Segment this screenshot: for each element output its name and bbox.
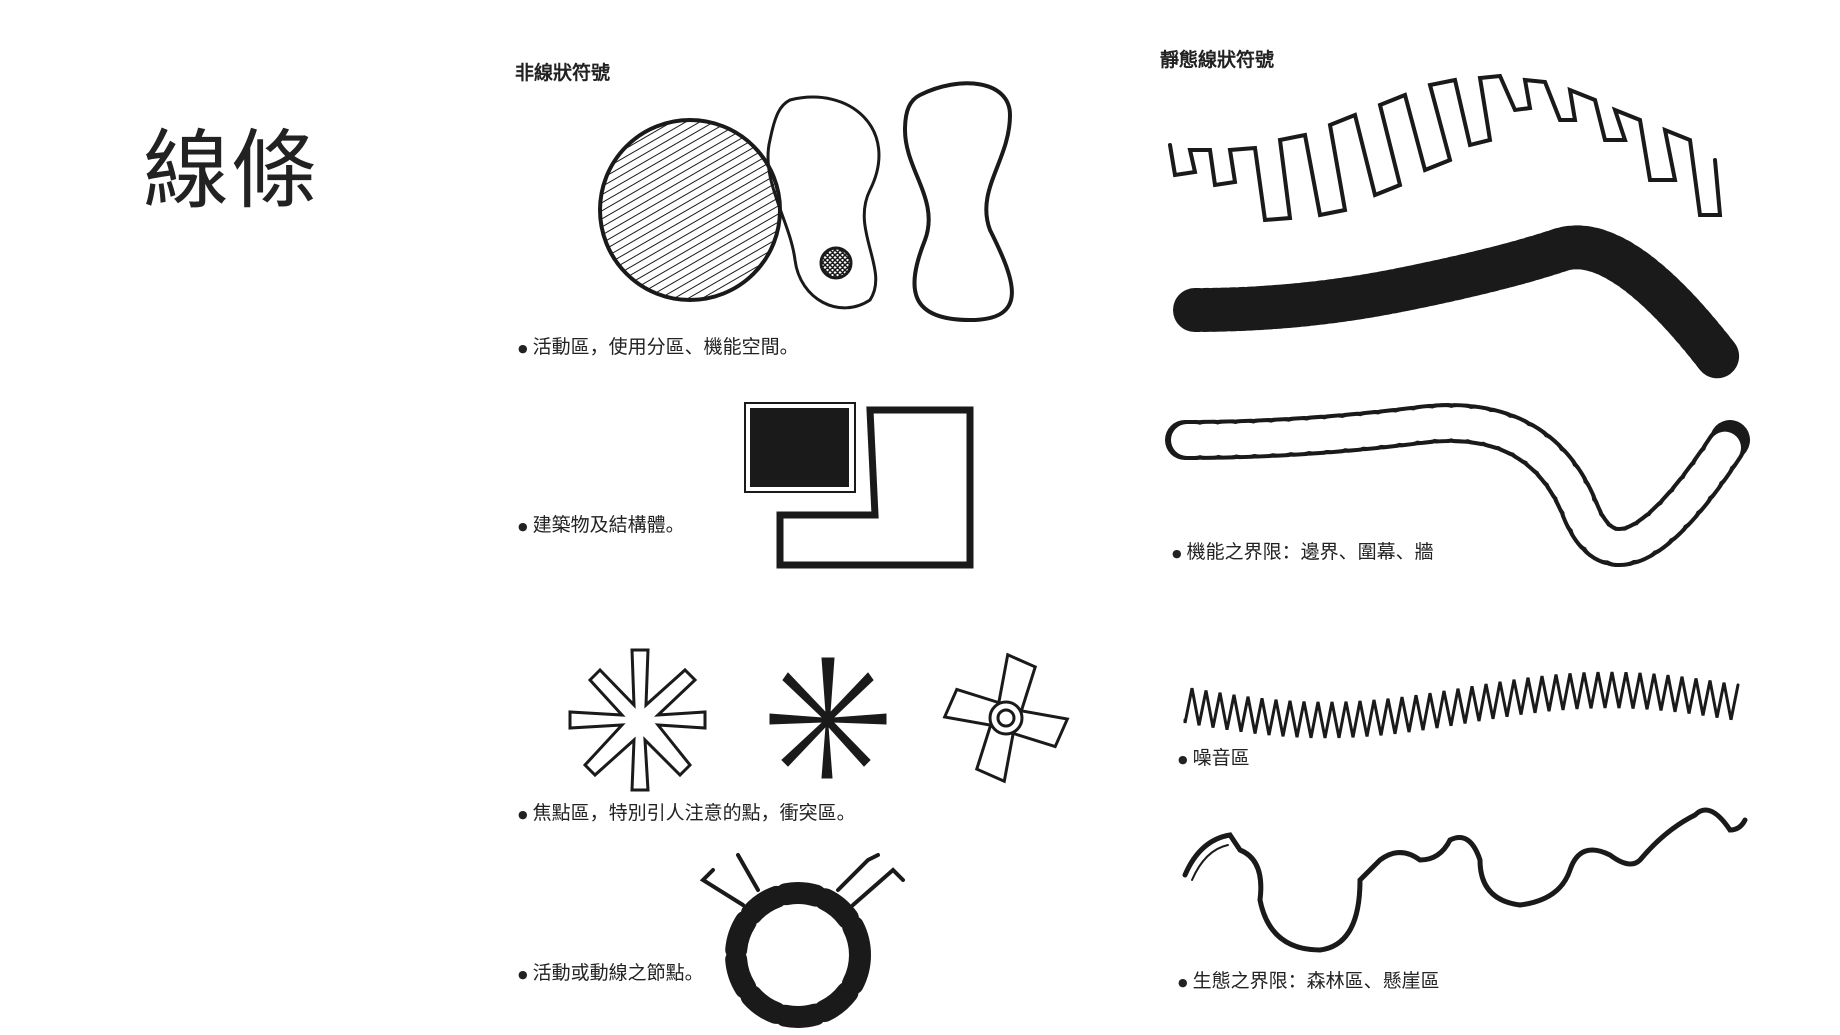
caption-focal-area: 焦點區，特別引人注意的點，衝突區。: [518, 798, 856, 825]
left-heading: 非線狀符號: [515, 62, 611, 84]
caption-activity-area: 活動區，使用分區、機能空間。: [518, 332, 799, 359]
wavy-hatched-boundary: [1173, 225, 1742, 382]
slide-title: 線條: [143, 121, 319, 221]
focal-star-outline: [568, 648, 707, 792]
caption-buildings: 建築物及結構體。: [518, 510, 685, 537]
zigzag-noise-line: [1183, 671, 1740, 739]
caption-functional-boundary: 機能之界限：邊界、圍幕、牆: [1172, 537, 1434, 564]
focal-cross-symbol: [942, 652, 1070, 784]
focal-star-solid: [769, 657, 887, 779]
caption-ecological-boundary: 生態之界限：森林區、懸崖區: [1178, 966, 1440, 993]
building-symbol: [744, 402, 974, 569]
caption-node: 活動或動線之節點。: [518, 958, 704, 985]
wavy-box-boundary: [1165, 403, 1750, 567]
bean-shape-symbol: [766, 95, 881, 310]
wavy-comb-boundary: [1168, 73, 1723, 223]
hourglass-shape-symbol: [902, 81, 1014, 323]
caption-noise-area: 噪音區: [1178, 743, 1250, 770]
scalloped-ecological-boundary: [1182, 807, 1748, 953]
node-ring-symbol: [699, 853, 905, 1028]
right-heading: 靜態線狀符號: [1160, 49, 1275, 71]
hatched-circle-symbol: [598, 118, 782, 302]
